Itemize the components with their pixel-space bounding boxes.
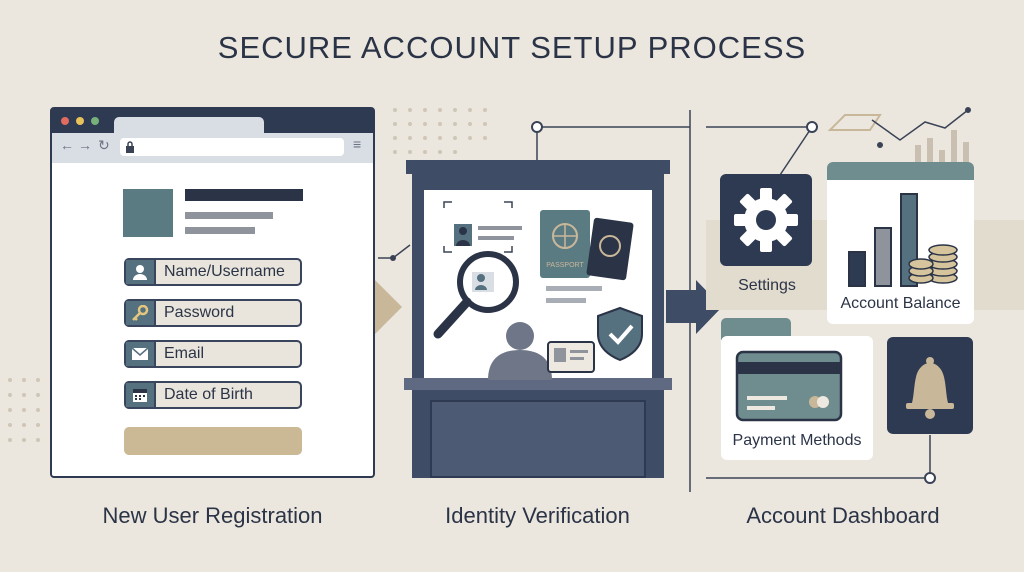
- kiosk-top-bar: [406, 160, 670, 174]
- text-line-placeholder: [185, 212, 273, 219]
- mini-trend-chart-icon: [827, 107, 971, 163]
- envelope-icon: [126, 342, 156, 366]
- connector-node-2: [806, 121, 818, 133]
- password-field[interactable]: Password: [124, 299, 302, 327]
- text-line-placeholder: [546, 298, 586, 303]
- field-label: Name/Username: [164, 263, 285, 280]
- browser-tab[interactable]: [114, 117, 264, 133]
- svg-text:PASSPORT: PASSPORT: [546, 262, 584, 269]
- account-balance-tile[interactable]: Account Balance: [827, 162, 974, 324]
- connector-node-1: [531, 121, 543, 133]
- verification-caption: Identity Verification: [445, 503, 630, 528]
- payment-methods-label: Payment Methods: [732, 432, 862, 449]
- name-username-field[interactable]: Name/Username: [124, 258, 302, 286]
- field-label: Email: [164, 345, 205, 362]
- gear-icon: [734, 188, 798, 252]
- heading-placeholder: [185, 189, 303, 201]
- window-minimize-dot[interactable]: [76, 117, 84, 125]
- submit-button[interactable]: [124, 427, 302, 455]
- settings-tile[interactable]: [720, 174, 812, 266]
- account-balance-label: Account Balance: [840, 295, 961, 312]
- menu-icon[interactable]: ≡: [353, 136, 362, 152]
- shield-check-icon: [597, 306, 643, 362]
- tile-header: [827, 162, 974, 180]
- lock-icon: [126, 141, 134, 153]
- registration-browser-window: ← → ↻ ≡ Name/Username Password Email: [50, 107, 375, 478]
- key-icon: [126, 301, 156, 325]
- connector-node-4: [390, 255, 396, 261]
- dot-grid-top: [393, 108, 487, 154]
- address-bar[interactable]: [120, 138, 344, 156]
- field-label: Date of Birth: [164, 386, 253, 403]
- verification-illustration: PASSPORT: [433, 201, 643, 380]
- passport-dark-icon: [586, 217, 634, 281]
- email-field[interactable]: Email: [124, 340, 302, 368]
- dashboard-caption: Account Dashboard: [746, 503, 940, 528]
- text-line-placeholder: [185, 227, 255, 234]
- id-scan-frame-icon: [443, 201, 522, 253]
- registration-caption: New User Registration: [102, 503, 323, 528]
- id-card-icon: [547, 341, 595, 373]
- date-of-birth-field[interactable]: Date of Birth: [124, 381, 302, 409]
- bell-icon: [906, 357, 954, 419]
- back-arrow-icon[interactable]: ←: [60, 137, 74, 153]
- kiosk-lower-panel: [430, 400, 646, 478]
- page-title: SECURE ACCOUNT SETUP PROCESS: [217, 30, 807, 65]
- text-line-placeholder: [546, 286, 602, 291]
- connector-node-3: [924, 472, 936, 484]
- window-maximize-dot[interactable]: [91, 117, 99, 125]
- magnifier-icon: [433, 251, 519, 339]
- profile-image-placeholder: [123, 189, 173, 237]
- passport-icon: PASSPORT: [540, 210, 590, 278]
- forward-arrow-icon[interactable]: →: [78, 137, 92, 153]
- reload-icon[interactable]: ↻: [98, 137, 110, 153]
- notifications-tile[interactable]: [887, 337, 973, 434]
- payment-methods-tile[interactable]: Payment Methods: [721, 336, 873, 460]
- credit-card-icon: [735, 350, 843, 422]
- calendar-icon: [126, 383, 156, 407]
- field-label: Password: [164, 304, 235, 321]
- folder-tab: [721, 318, 791, 340]
- bar-chart-icon: [848, 193, 958, 287]
- kiosk-counter-ledge: [404, 378, 672, 390]
- window-close-dot[interactable]: [61, 117, 69, 125]
- user-icon: [126, 260, 156, 284]
- dot-grid-left: [8, 378, 40, 442]
- coin-stack-icon: [908, 244, 958, 284]
- browser-navbar: ← → ↻ ≡: [52, 133, 373, 163]
- settings-label: Settings: [738, 277, 796, 294]
